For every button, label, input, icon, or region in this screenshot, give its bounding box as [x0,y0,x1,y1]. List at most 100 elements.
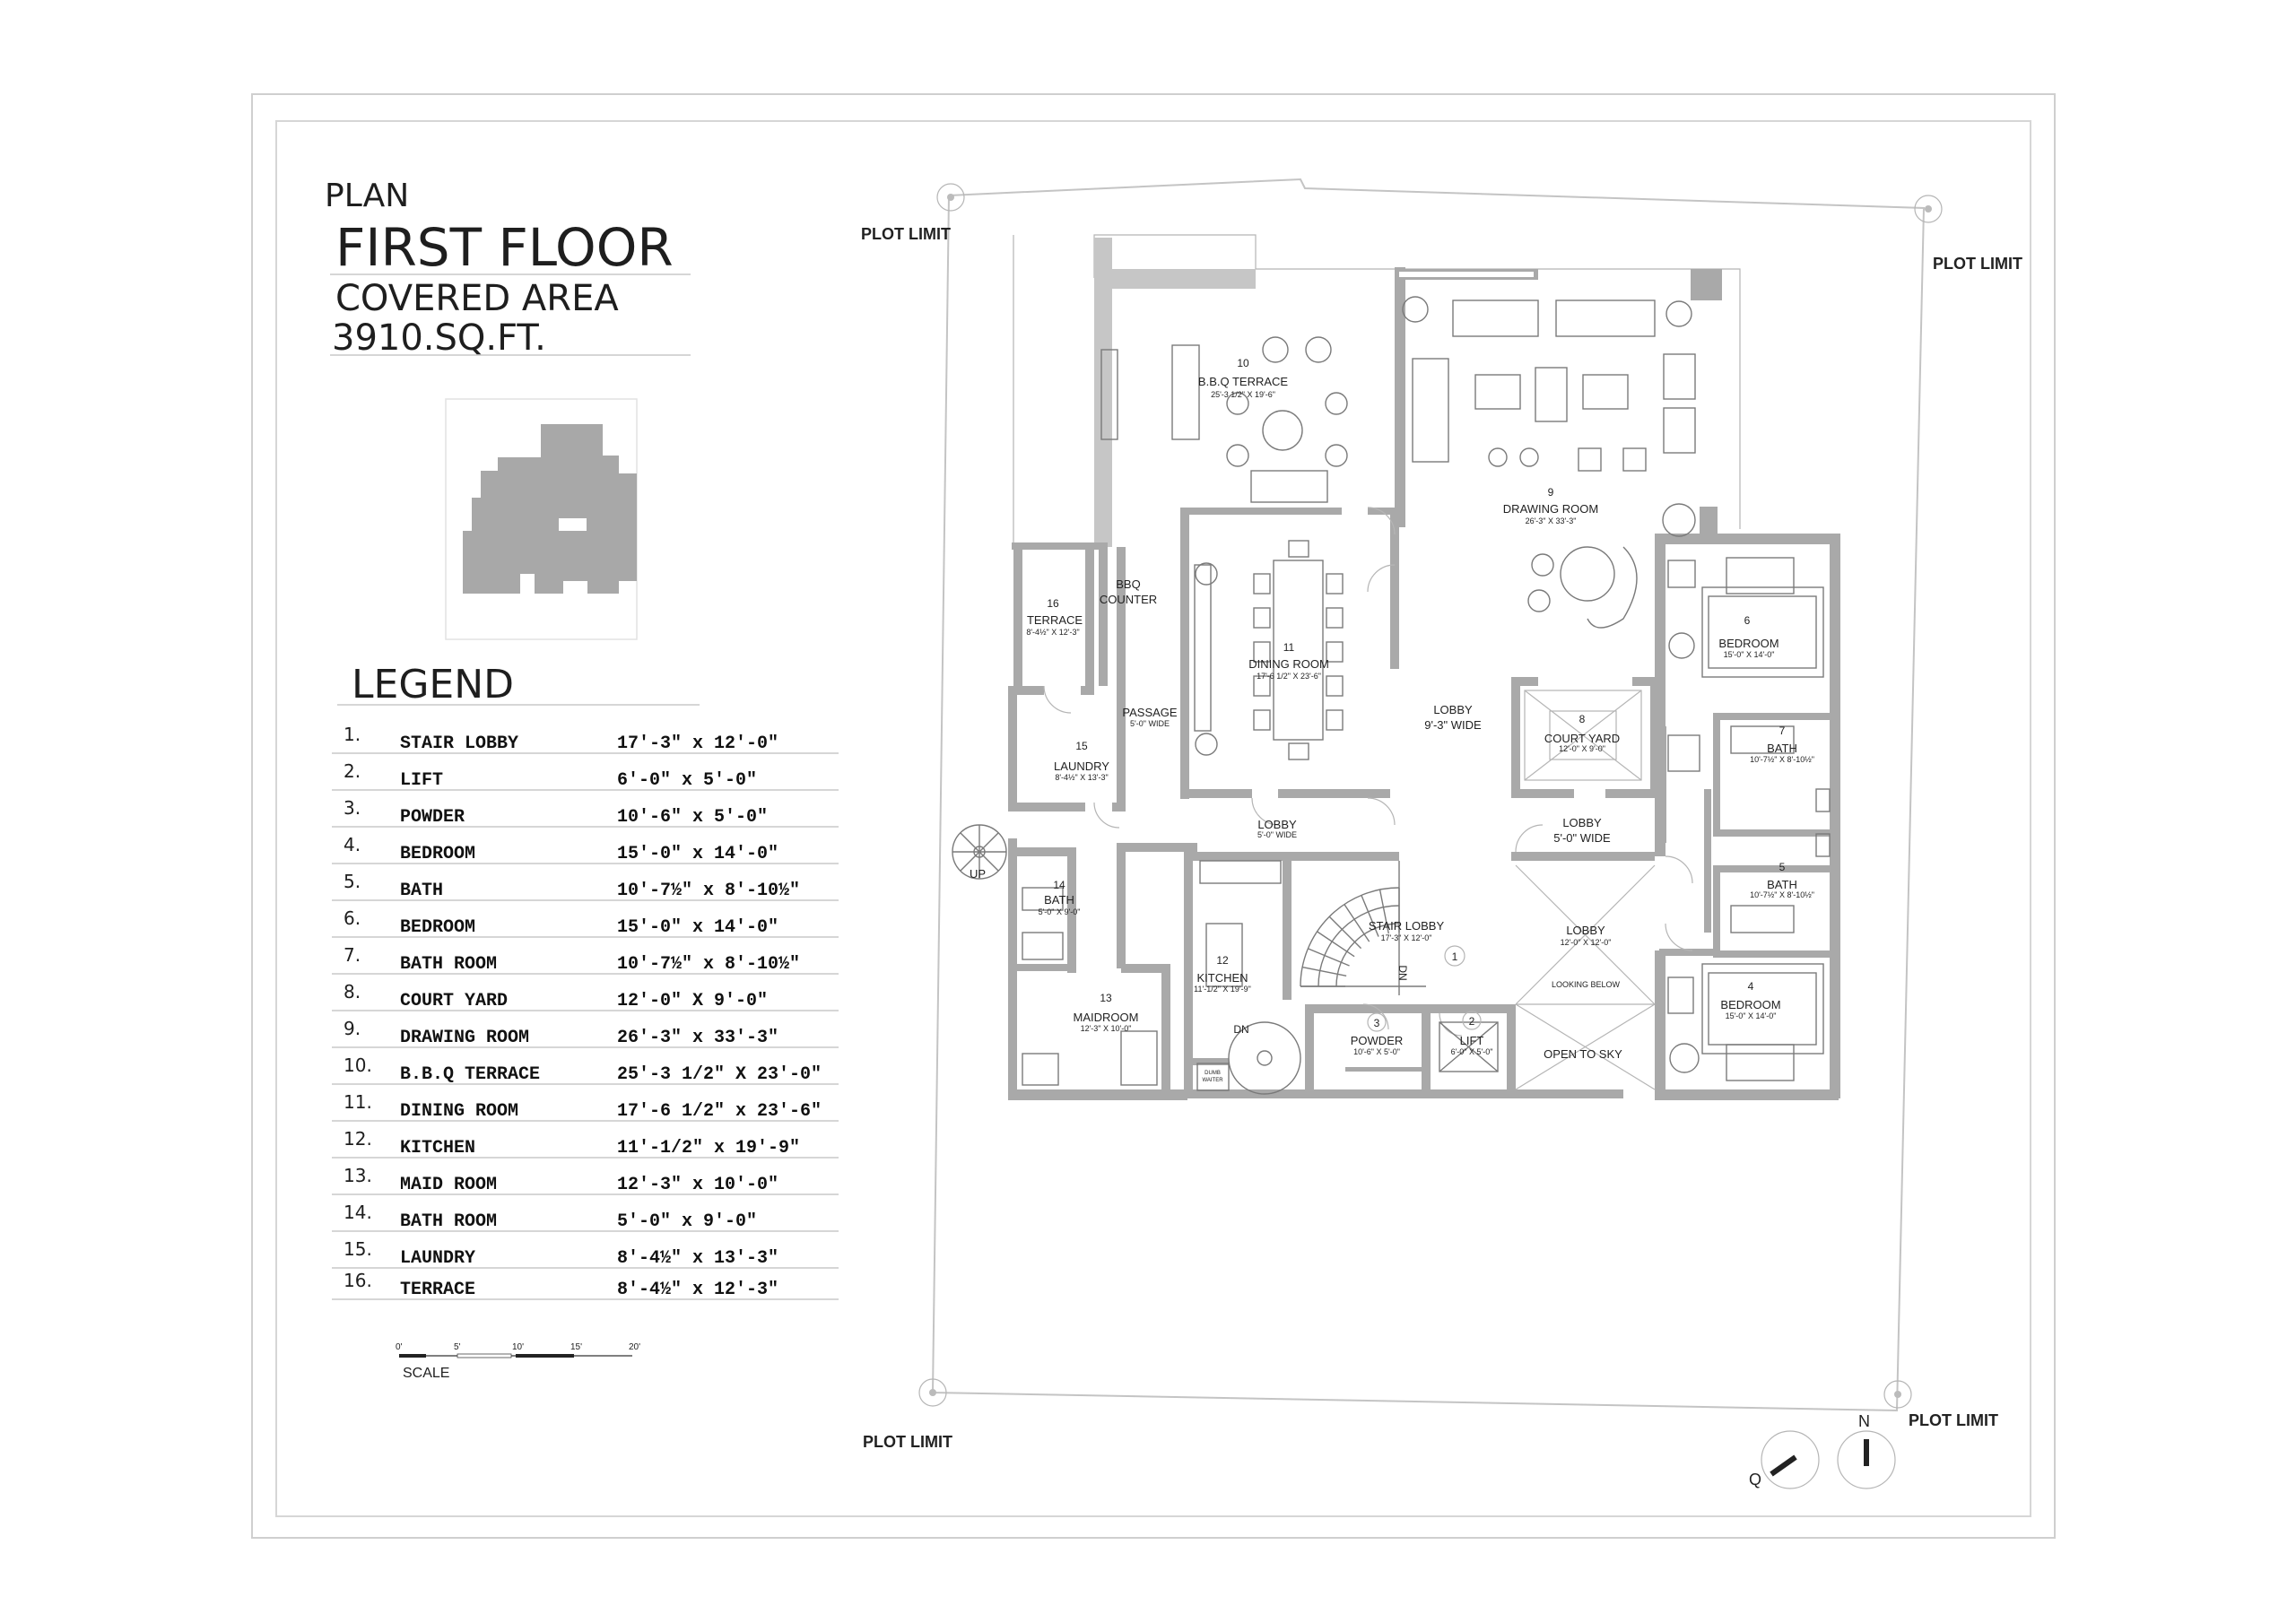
room-bbq-terrace: 10 B.B.Q TERRACE 25'-3 1/2" X 19'-6" [1198,357,1289,399]
svg-text:16: 16 [1047,597,1059,610]
svg-text:12'-0" X 12'-0": 12'-0" X 12'-0" [1561,938,1612,947]
svg-text:15'-0" X 14'-0": 15'-0" X 14'-0" [1726,1011,1777,1020]
kitchen-fixtures [1196,860,1282,1091]
svg-text:8'-4½" X 13'-3": 8'-4½" X 13'-3" [1055,773,1108,782]
legend-item-number: 9. [344,1018,361,1039]
scale-ticks: 0'5'10'15'20' [396,1342,640,1352]
svg-text:LOBBY: LOBBY [1433,703,1473,716]
dining-chair [1326,675,1344,697]
legend-item-number: 1. [344,724,361,745]
svg-text:6: 6 [1744,614,1751,627]
label-dn-kitchen: DN [1233,1023,1248,1036]
svg-text:4: 4 [1748,980,1754,993]
stair-tread [1308,948,1350,967]
plot-limit-top-left: PLOT LIMIT [861,225,951,243]
floor-title: FIRST FLOOR [335,217,674,278]
room-passage: PASSAGE 5'-0" WIDE [1122,706,1178,728]
key-plan-footprint [463,424,637,594]
room-stair-lobby: STAIR LOBBY 17'-3" X 12'-0" 1 [1369,919,1465,967]
scale-tick: 20' [629,1342,640,1352]
dining-chair [1326,709,1344,731]
court-yard-void [1524,690,1642,781]
svg-text:LIFT: LIFT [1460,1034,1484,1047]
svg-text:12'-3" X 10'-0": 12'-3" X 10'-0" [1081,1024,1132,1033]
svg-text:5'-0" WIDE: 5'-0" WIDE [1130,719,1170,728]
svg-text:14: 14 [1053,879,1065,891]
legend-item-size: 15′-0" x 14′-0" [617,844,778,864]
room-lobby-center: LOBBY 12'-0" X 12'-0" LOOKING BELOW [1552,924,1621,989]
legend-item-size: 10′-6" x 5′-0" [617,807,768,828]
svg-text:PASSAGE: PASSAGE [1122,706,1178,719]
legend-item-number: 5. [344,871,361,892]
svg-text:B.B.Q TERRACE: B.B.Q TERRACE [1198,375,1289,388]
svg-text:MAIDROOM: MAIDROOM [1074,1011,1139,1024]
covered-area-label: COVERED AREA [335,278,619,319]
svg-text:TERRACE: TERRACE [1027,613,1083,627]
svg-text:5'-0" WIDE: 5'-0" WIDE [1553,831,1611,845]
legend-item-size: 5′-0" x 9′-0" [617,1211,757,1232]
stair-tread [1361,895,1379,937]
bedroom-6-furniture [1667,557,1824,678]
label-dn-stair: DN [1396,965,1409,980]
legend-item-size: 26′-3" x 33′-3" [617,1028,778,1048]
label-dumb-waiter: DUMB WAITER [1202,1071,1223,1083]
legend-item-number: 4. [344,834,361,855]
svg-text:17'-3" X 12'-0": 17'-3" X 12'-0" [1381,933,1432,942]
svg-text:10'-7½" X 8'-10½": 10'-7½" X 8'-10½" [1750,755,1814,764]
looking-below-void [1515,864,1656,1090]
svg-text:5: 5 [1779,861,1786,873]
legend-item-name: DINING ROOM [400,1101,518,1122]
label-bbq-counter: BBQ COUNTER [1100,577,1157,606]
svg-text:5'-0" X 9'-0": 5'-0" X 9'-0" [1039,907,1081,916]
dining-chair [1288,540,1309,558]
svg-text:LOBBY: LOBBY [1562,816,1602,829]
legend-item-size: 8′-4½" x 12′-3" [617,1280,778,1300]
legend-item: 3. POWDER 10′-6" x 5′-0" [332,797,839,828]
svg-text:6'-0" X 5'-0": 6'-0" X 5'-0" [1451,1047,1493,1056]
svg-text:KITCHEN: KITCHEN [1196,971,1248,985]
svg-text:15'-0" X 14'-0": 15'-0" X 14'-0" [1724,650,1775,659]
svg-text:10'-7½" X 8'-10½": 10'-7½" X 8'-10½" [1750,890,1814,899]
plot-limit-bottom-right: PLOT LIMIT [1909,1411,1998,1429]
dining-table [1194,540,1344,760]
title-block: PLAN FIRST FLOOR COVERED AREA 3910.SQ.FT… [325,178,691,359]
dining-chair [1326,641,1344,663]
legend-item-number: 10. [344,1055,372,1076]
room-bath-5: 5 BATH 10'-7½" X 8'-10½" [1750,861,1814,899]
walls [1008,267,1840,1100]
svg-text:25'-3 1/2" X 19'-6": 25'-3 1/2" X 19'-6" [1211,390,1275,399]
room-lift: 2 LIFT 6'-0" X 5'-0" [1451,1011,1493,1056]
svg-text:10: 10 [1237,357,1249,369]
dining-chair [1253,675,1271,697]
scale-tick: 15' [570,1342,582,1352]
legend-item-number: 6. [344,907,361,929]
svg-text:DINING ROOM: DINING ROOM [1248,657,1329,671]
room-bath-7: 7 BATH 10'-7½" X 8'-10½" [1750,725,1814,764]
legend-item-number: 3. [344,797,361,819]
svg-text:COURT YARD: COURT YARD [1544,732,1620,745]
bedroom-4-furniture [1667,963,1824,1081]
room-lobby-main: LOBBY 9'-3" WIDE [1424,703,1482,732]
svg-text:BEDROOM: BEDROOM [1718,637,1779,650]
legend-item-number: 11. [344,1091,372,1113]
room-drawing-room: 9 DRAWING ROOM 26'-3" X 33'-3" [1503,486,1598,525]
spiral-stair-main [1300,861,1426,995]
svg-text:12: 12 [1216,954,1229,967]
svg-text:BEDROOM: BEDROOM [1720,998,1780,1011]
compass: Q N [1749,1412,1896,1489]
maid-room-furniture [1022,1030,1158,1086]
dining-chair [1326,607,1344,629]
legend-item-size: 25′-3 1/2" X 23′-0" [617,1064,822,1085]
legend-item-name: TERRACE [400,1280,475,1300]
legend-item-name: POWDER [400,807,465,828]
